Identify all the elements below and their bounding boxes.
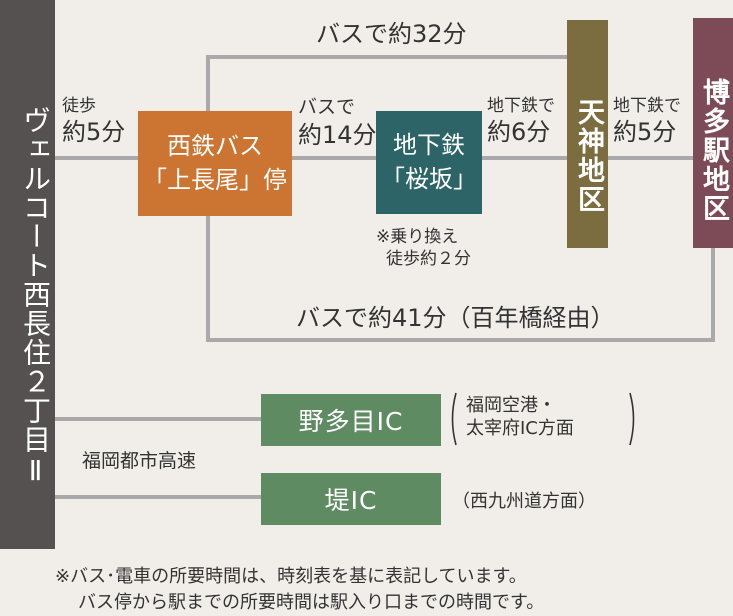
tsutsumi-ic-box: 堤IC [261,473,441,525]
bus-stop-line2: 「上長尾」停 [143,165,287,194]
tsutsumi-direction: （西九州道方面） [452,491,596,512]
footnote-line2: バス停から駅までの所要時間は駅入り口までの時間です。 [78,592,545,613]
expressway-label: 福岡都市高速 [82,450,197,472]
sakurazaka-line2: 「桜坂」 [381,164,477,193]
origin-label: ヴェルコート西長住２丁目Ⅱ [19,105,52,488]
hakata-box: 博多駅地区 [693,18,733,248]
footnote-line1: ※バス･電車の所要時間は、時刻表を基に表記しています。 [55,566,527,587]
sakurazaka-line1: 地下鉄 [393,130,465,159]
walk-label: 徒歩 約5分 [62,96,126,147]
tenjin-box: 天神地区 [567,20,608,248]
transfer-note: ※乗り換え 徒歩約２分 [376,227,471,270]
subway-6-label: 地下鉄で 約6分 [487,96,555,147]
hakata-label: 博多駅地区 [698,77,729,223]
tenjin-label: 天神地区 [573,98,604,214]
bracket-left [451,392,457,446]
noke-direction: 福岡空港・ 太宰府IC方面 [466,395,574,440]
bracket-right [629,392,635,446]
subway-5-label: 地下鉄で 約5分 [613,96,681,147]
bus-32-label: バスで約32分 [316,20,467,48]
bus-stop-line1: 西鉄バス [167,131,263,160]
bus-41-label: バスで約41分（百年橋経由） [296,304,615,332]
bus-14-label: バスで 約14分 [298,96,377,149]
bus-stop-box: 西鉄バス 「上長尾」停 [138,111,292,216]
sakurazaka-box: 地下鉄 「桜坂」 [376,111,482,214]
noke-ic-box: 野多目IC [261,394,441,446]
bus-32-line [206,55,567,118]
bus-41-line [206,216,715,342]
origin-box: ヴェルコート西長住２丁目Ⅱ [0,0,55,549]
